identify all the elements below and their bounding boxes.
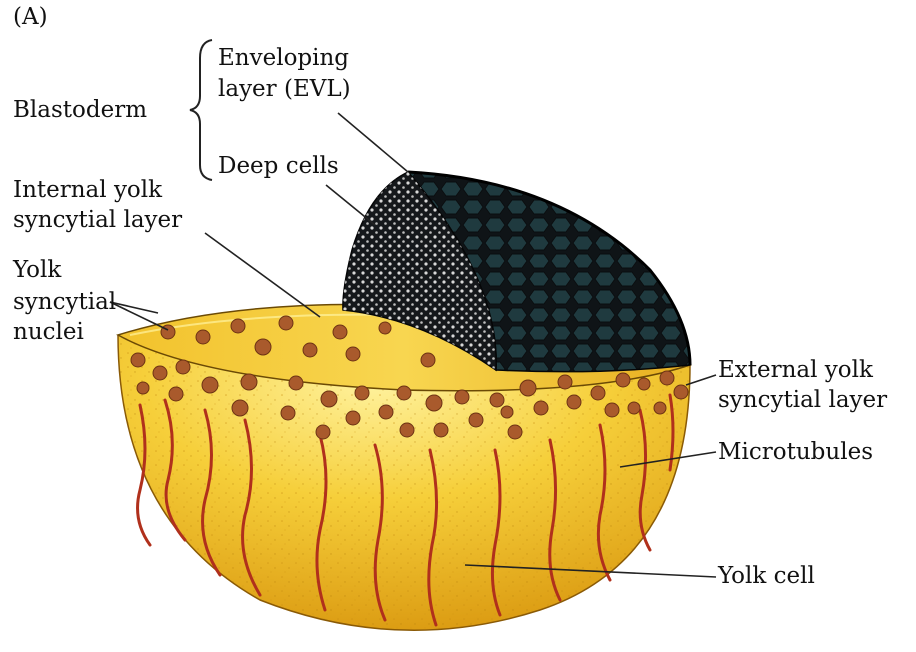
label-eysl-line2: syncytial layer: [718, 386, 887, 414]
blastoderm-bracket: [190, 40, 212, 180]
label-blastoderm: Blastoderm: [13, 96, 147, 124]
label-ysn-line3: nuclei: [13, 318, 84, 346]
label-evl-line2: layer (EVL): [218, 75, 351, 103]
label-deep-cells: Deep cells: [218, 152, 339, 180]
label-ysn-line1: Yolk: [13, 256, 61, 284]
label-ysn-line2: syncytial: [13, 288, 116, 316]
label-iysl-line2: syncytial layer: [13, 206, 182, 234]
label-microtubules: Microtubules: [718, 438, 873, 466]
label-yolk-cell: Yolk cell: [718, 562, 815, 590]
label-iysl-line1: Internal yolk: [13, 176, 162, 204]
panel-label: (A): [13, 3, 48, 31]
label-eysl-line1: External yolk: [718, 356, 873, 384]
label-evl-line1: Enveloping: [218, 44, 349, 72]
